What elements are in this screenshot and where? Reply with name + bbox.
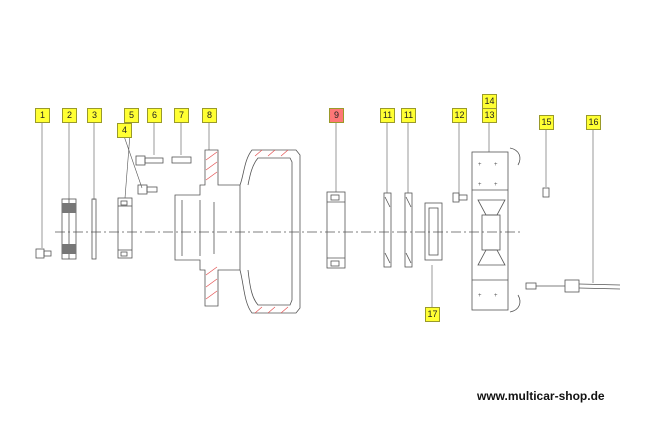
part-17-bearing xyxy=(424,202,443,261)
callout-11[interactable]: 11 xyxy=(401,108,416,123)
callout-11[interactable]: 11 xyxy=(380,108,395,123)
part-5-bracket xyxy=(117,197,133,259)
part-13-14-brake-shoes: + + + + + + xyxy=(471,147,521,313)
part-9-bracket xyxy=(326,191,346,269)
callout-5[interactable]: 5 xyxy=(124,108,139,123)
part-16-cable xyxy=(525,279,621,293)
svg-text:+: + xyxy=(494,162,498,168)
part-6-bolt xyxy=(135,155,164,166)
part-15-nut xyxy=(542,187,550,198)
callout-2[interactable]: 2 xyxy=(62,108,77,123)
watermark: www.multicar-shop.de xyxy=(477,389,605,403)
callout-3[interactable]: 3 xyxy=(87,108,102,123)
svg-text:+: + xyxy=(494,293,498,299)
callout-14[interactable]: 14 xyxy=(482,94,497,109)
svg-text:+: + xyxy=(478,182,482,188)
callout-16[interactable]: 16 xyxy=(586,115,601,130)
part-12-bolt xyxy=(452,192,468,203)
callout-17[interactable]: 17 xyxy=(425,307,440,322)
callout-9[interactable]: 9 xyxy=(329,108,344,123)
callout-15[interactable]: 15 xyxy=(539,115,554,130)
callout-8[interactable]: 8 xyxy=(202,108,217,123)
callout-7[interactable]: 7 xyxy=(174,108,189,123)
callout-6[interactable]: 6 xyxy=(147,108,162,123)
svg-text:+: + xyxy=(494,182,498,188)
part-1-bolt xyxy=(35,248,52,259)
part-8-hub xyxy=(174,149,241,307)
part-11-seal-a xyxy=(383,192,392,268)
part-4-bolt xyxy=(137,184,158,195)
svg-text:+: + xyxy=(478,293,482,299)
part-2-plate xyxy=(61,198,77,260)
callout-1[interactable]: 1 xyxy=(35,108,50,123)
part-11-seal-b xyxy=(404,192,413,268)
svg-text:+: + xyxy=(478,162,482,168)
callout-12[interactable]: 12 xyxy=(452,108,467,123)
part-7-pin xyxy=(171,156,192,164)
part-3-washer xyxy=(91,198,97,260)
callout-13[interactable]: 13 xyxy=(482,108,497,123)
callout-4[interactable]: 4 xyxy=(117,123,132,138)
leader-lines xyxy=(41,120,594,307)
brake-drum xyxy=(239,149,301,314)
